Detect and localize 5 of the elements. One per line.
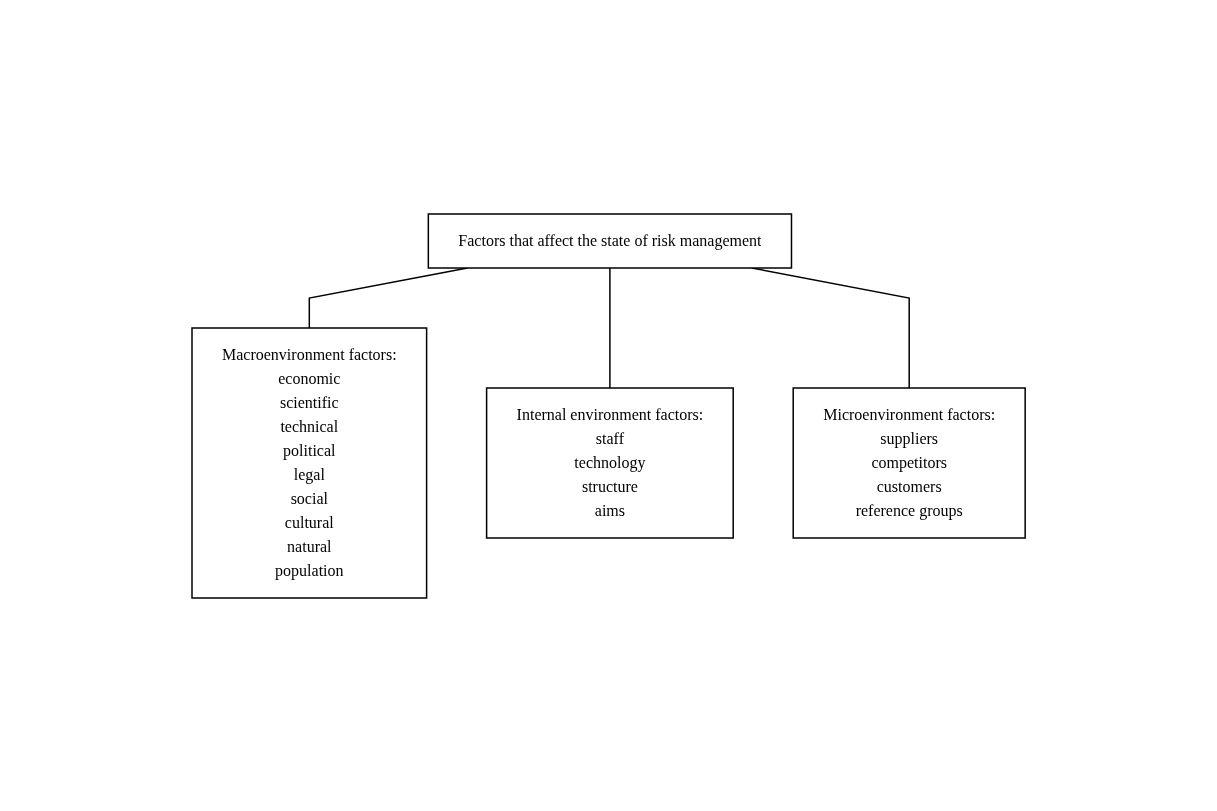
node-box: Factors that affect the state of risk management [427,212,793,269]
node-box: Macroenvironment factors: economic scientific technical political legal social cultural natural population [191,326,428,599]
node-box: Internal environment factors: staff technology structure aims [485,386,734,539]
connector [609,266,611,389]
node-box: Microenvironment factors: suppliers competitors customers reference groups [792,386,1026,539]
